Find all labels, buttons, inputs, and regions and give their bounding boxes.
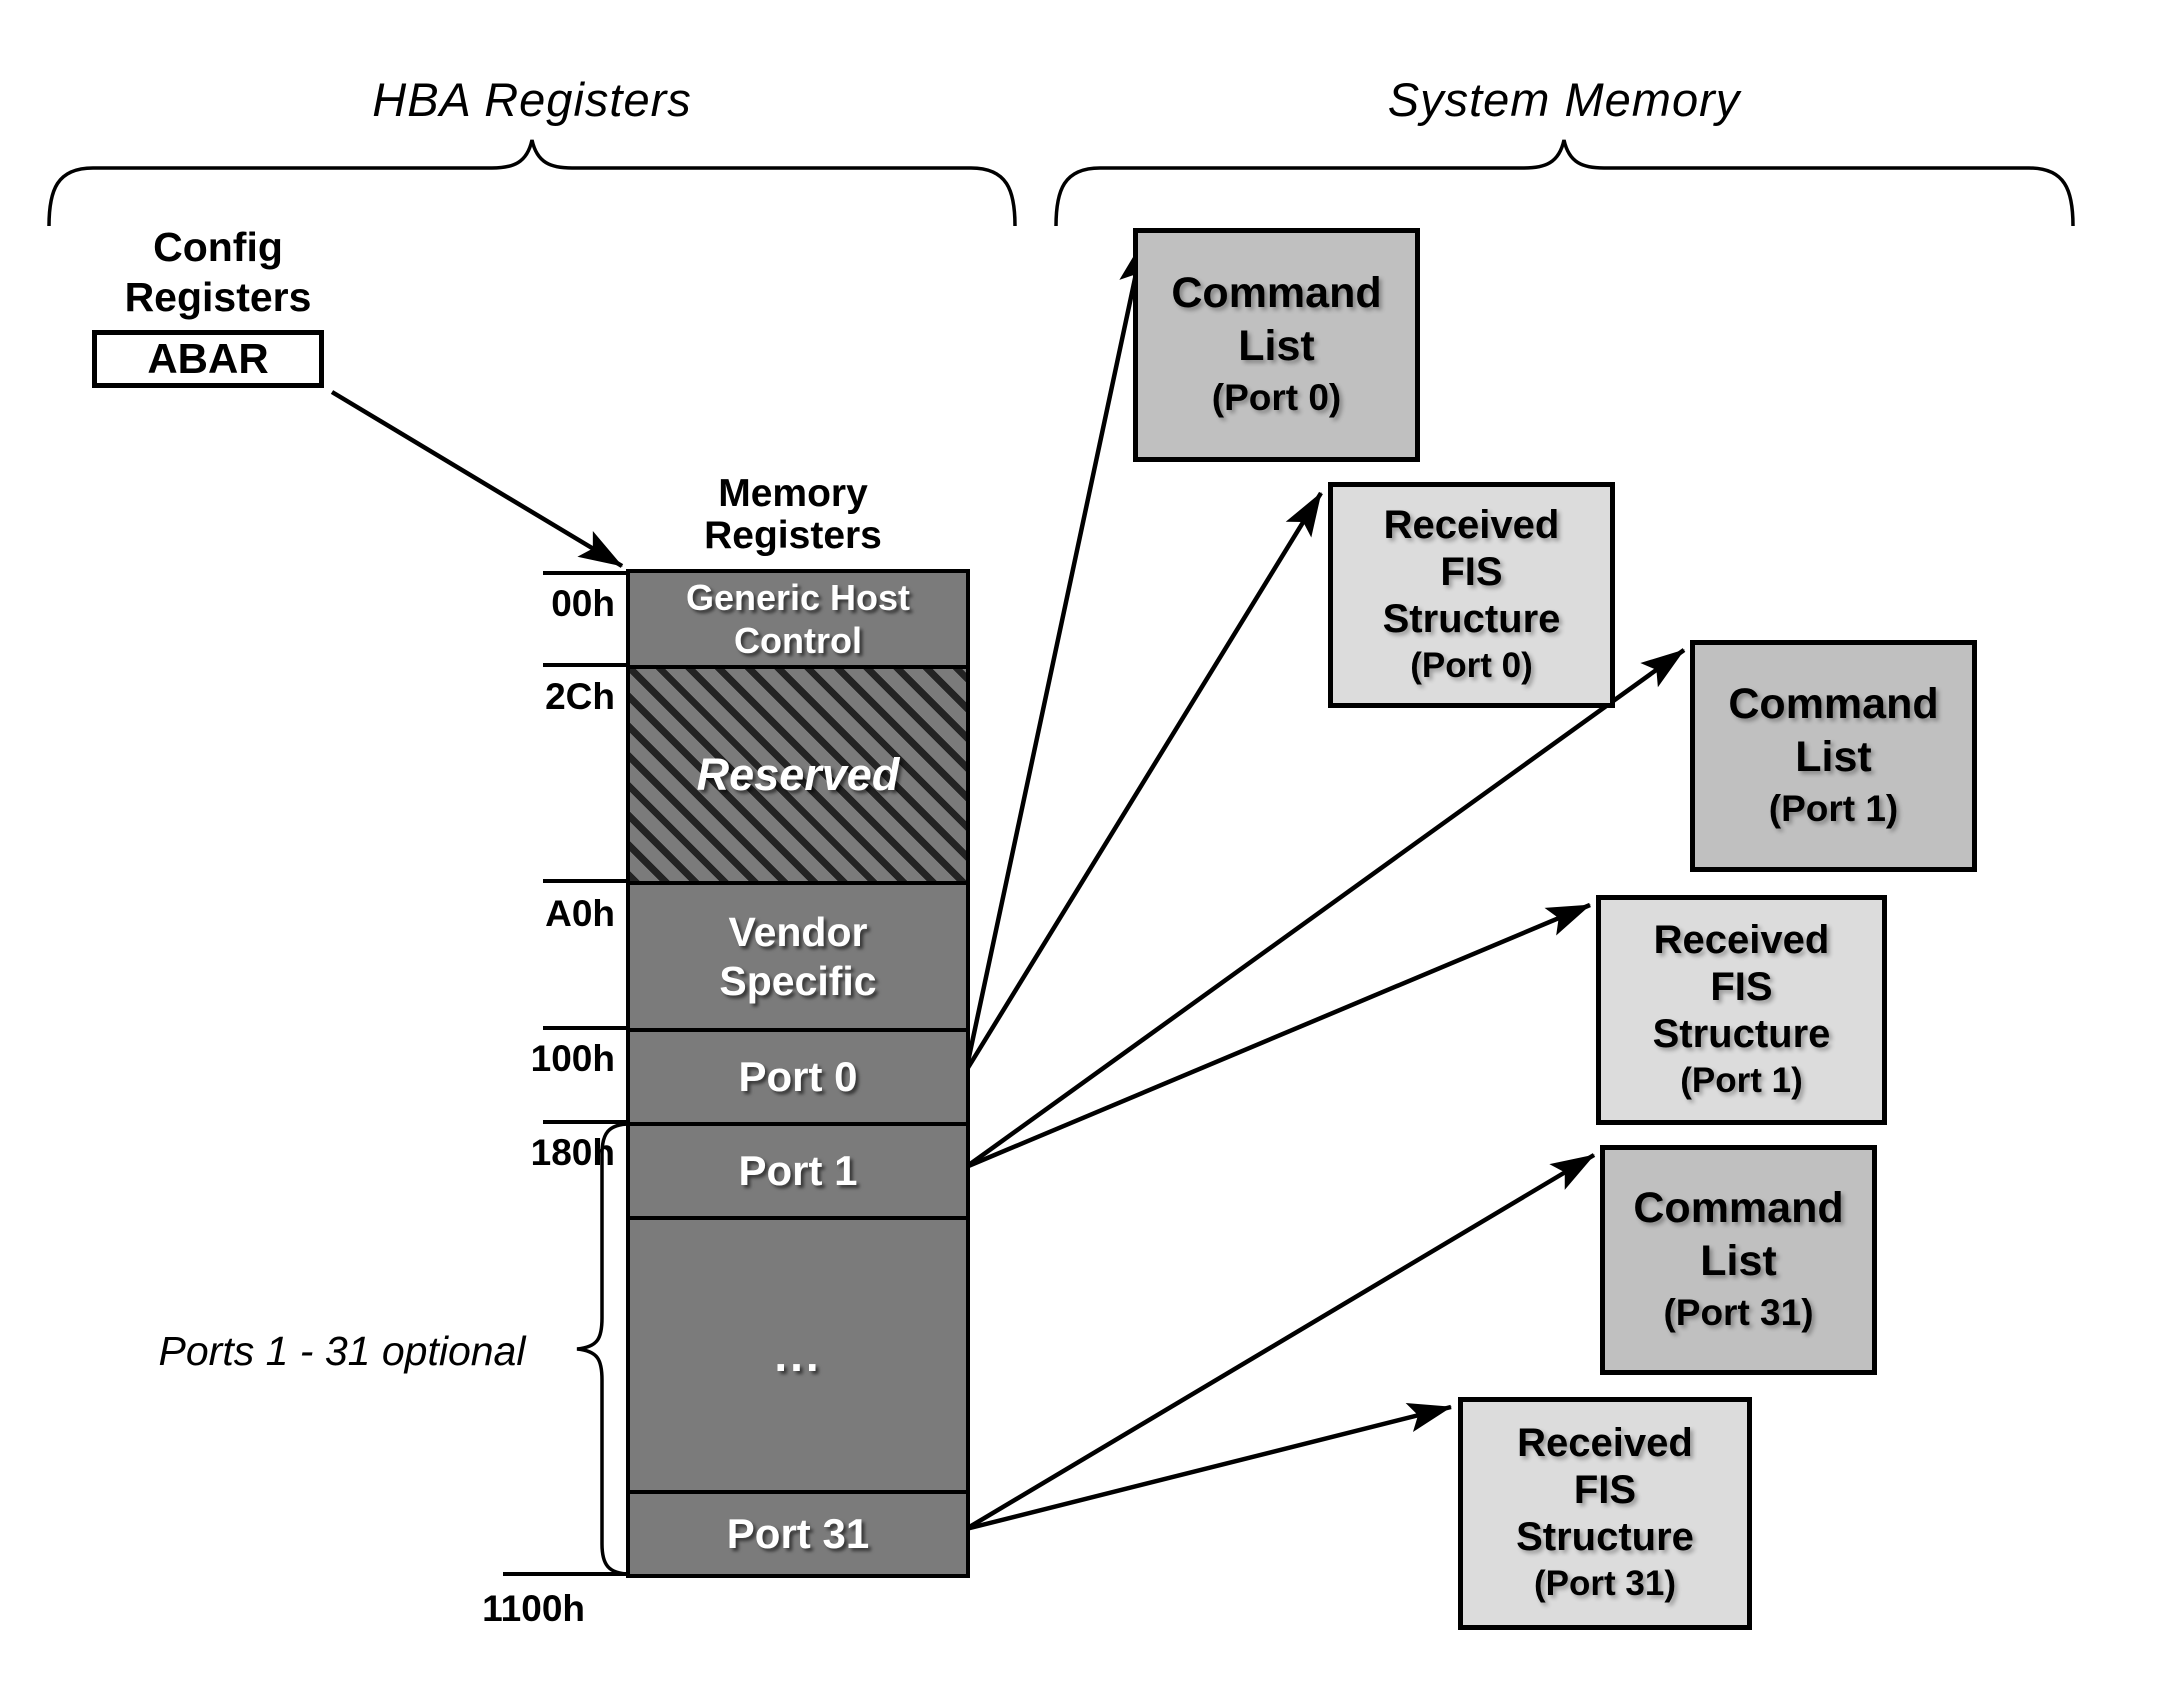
section-label: Generic Host <box>685 577 911 618</box>
section-generic-host-control: Generic Host Control <box>630 573 966 665</box>
box-label: Received <box>1653 917 1830 962</box>
arrow-port0-to-received-fis <box>964 491 1323 1073</box>
arrow-port0-to-command-list <box>963 240 1149 1072</box>
address-label-100h: 100h <box>530 1038 615 1079</box>
arrow-port31-to-received-fis <box>965 1402 1452 1532</box>
address-label-A0h: A0h <box>545 893 615 934</box>
section-label: ... <box>774 1329 822 1381</box>
section-port-31: Port 31 <box>630 1490 966 1574</box>
section-vendor-specific: Vendor Specific <box>630 881 966 1028</box>
box-label: List <box>1238 322 1315 370</box>
command-list-port-31-box: Command List (Port 31) <box>1600 1145 1877 1375</box>
box-label: Structure <box>1516 1515 1694 1559</box>
memory-registers-heading-line2: Registers <box>704 514 882 557</box>
address-label-00h: 00h <box>551 583 615 624</box>
box-port-label: (Port 0) <box>1211 377 1342 418</box>
box-label: Command <box>1633 1184 1844 1232</box>
abar-register-box: ABAR <box>92 330 324 388</box>
arrow-port1-to-received-fis <box>965 902 1591 1170</box>
arrow-abar-to-memory-registers <box>330 390 624 568</box>
box-label: List <box>1795 733 1872 781</box>
box-label: Structure <box>1382 596 1561 641</box>
hba-registers-title: HBA Registers <box>372 73 692 126</box>
received-fis-port-31-box: Received FIS Structure (Port 31) <box>1458 1397 1752 1630</box>
box-label: Command <box>1171 269 1382 317</box>
section-port-0: Port 0 <box>630 1028 966 1122</box>
box-label: Received <box>1383 502 1560 547</box>
section-ellipsis: ... <box>630 1216 966 1490</box>
address-label-2Ch: 2Ch <box>545 676 615 717</box>
section-label: Vendor <box>728 908 868 955</box>
box-port-label: (Port 31) <box>1663 1292 1814 1333</box>
hba-registers-brace <box>47 139 1017 227</box>
box-port-label: (Port 1) <box>1680 1060 1803 1100</box>
config-registers-label-line1: Config <box>153 224 283 270</box>
box-port-label: (Port 0) <box>1410 645 1533 685</box>
box-port-label: (Port 31) <box>1534 1564 1676 1603</box>
box-label: Command <box>1728 680 1939 728</box>
ports-1-31-optional-note: Ports 1 - 31 optional <box>158 1328 526 1374</box>
box-port-label: (Port 1) <box>1768 788 1899 829</box>
box-label: FIS <box>1440 549 1503 594</box>
section-port-1: Port 1 <box>630 1122 966 1216</box>
arrow-port1-to-command-list <box>964 648 1686 1169</box>
section-label: Port 0 <box>738 1053 858 1100</box>
box-label: Received <box>1517 1421 1693 1465</box>
box-label: FIS <box>1573 1468 1637 1512</box>
command-list-port-1-box: Command List (Port 1) <box>1690 640 1977 872</box>
section-label: Specific <box>719 957 877 1004</box>
system-memory-brace <box>1054 139 2075 227</box>
memory-registers-heading-line1: Memory <box>718 472 868 515</box>
memory-registers-column: Generic Host Control Reserved Vendor Spe… <box>626 569 970 1578</box>
abar-label: ABAR <box>147 335 269 382</box>
box-label: List <box>1700 1237 1777 1285</box>
section-label: Port 1 <box>738 1147 858 1194</box>
command-list-port-0-box: Command List (Port 0) <box>1133 228 1420 462</box>
config-registers-label-line2: Registers <box>124 274 312 320</box>
box-label: Structure <box>1652 1011 1831 1056</box>
address-label-1100h: 1100h <box>482 1588 585 1629</box>
received-fis-port-0-box: Received FIS Structure (Port 0) <box>1328 482 1615 708</box>
received-fis-port-1-box: Received FIS Structure (Port 1) <box>1596 895 1887 1125</box>
section-label: Control <box>734 620 862 661</box>
section-label: Port 31 <box>726 1510 870 1557</box>
section-label: Reserved <box>696 749 900 800</box>
section-reserved: Reserved <box>630 665 966 881</box>
address-label-180h: 180h <box>530 1132 615 1173</box>
system-memory-title: System Memory <box>1387 73 1741 126</box>
box-label: FIS <box>1710 964 1773 1009</box>
